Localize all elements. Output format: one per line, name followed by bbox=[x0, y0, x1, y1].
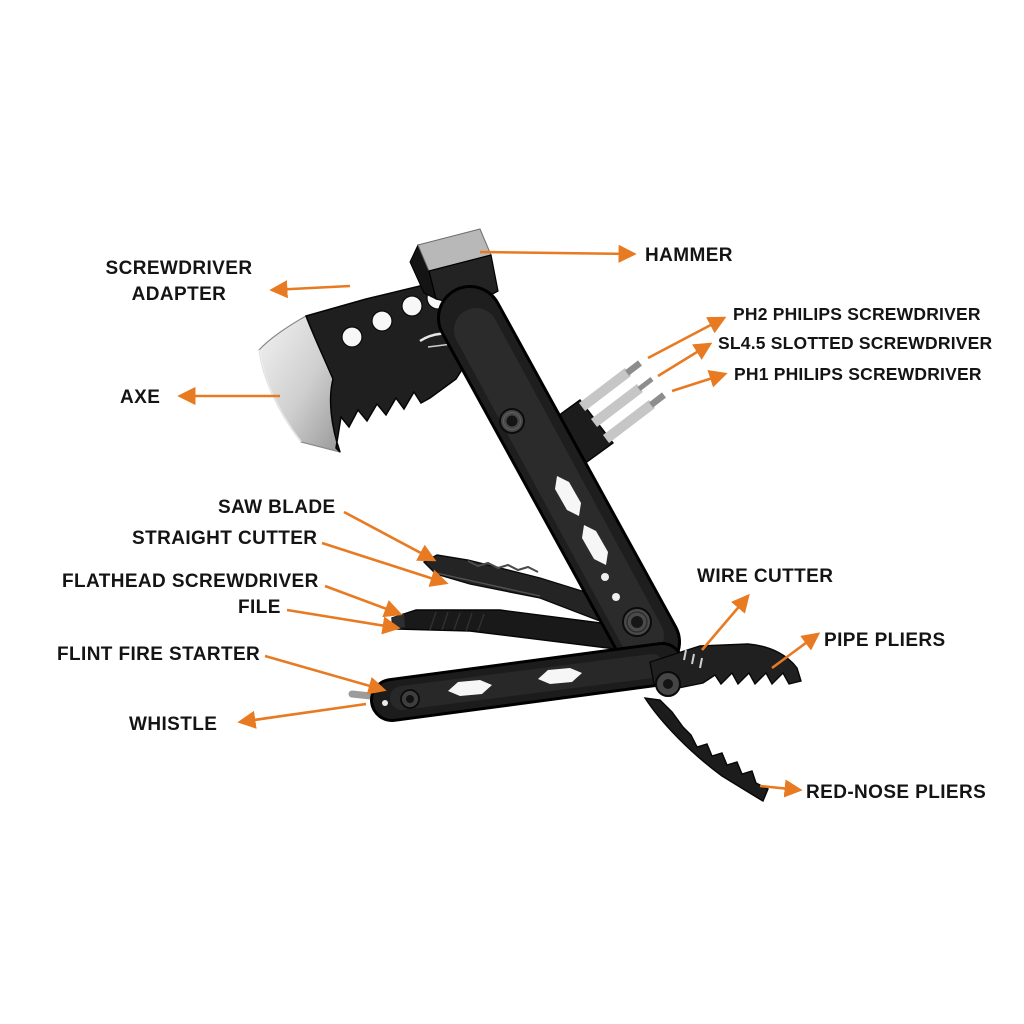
label-wire-cutter: WIRE CUTTER bbox=[697, 566, 834, 587]
arrow-sl45 bbox=[657, 342, 713, 378]
pliers-lower-jaw bbox=[643, 697, 769, 803]
arrow-file bbox=[286, 608, 401, 635]
label-screwdriver-adapter: SCREWDRIVER ADAPTER bbox=[105, 258, 253, 305]
arrow-straight-cutter bbox=[321, 541, 449, 587]
handle-cutout bbox=[448, 680, 492, 696]
arrow-saw-blade bbox=[343, 510, 437, 562]
callout-arrows bbox=[177, 244, 821, 798]
upper-handle bbox=[437, 285, 681, 675]
pliers-upper-jaw bbox=[649, 643, 802, 689]
label-axe: AXE bbox=[120, 387, 161, 408]
bit-sl45 bbox=[590, 377, 654, 427]
handle-cutout bbox=[582, 525, 608, 565]
arrow-screwdriver-adapter bbox=[269, 280, 351, 299]
arrow-red-nose-pliers bbox=[759, 779, 803, 798]
label-sl45-slotted-screwdriver: SL4.5 SLOTTED SCREWDRIVER bbox=[718, 333, 993, 353]
label-straight-cutter: STRAIGHT CUTTER bbox=[132, 528, 318, 549]
label-red-nose-pliers: RED-NOSE PLIERS bbox=[806, 782, 987, 803]
label-ph2-philips-screwdriver: PH2 PHILIPS SCREWDRIVER bbox=[733, 304, 981, 324]
label-ph1-philips-screwdriver: PH1 PHILIPS SCREWDRIVER bbox=[734, 364, 982, 384]
label-hammer: HAMMER bbox=[645, 245, 733, 266]
screwdriver-bits bbox=[550, 360, 666, 465]
arrow-wire-cutter bbox=[701, 593, 750, 651]
arrow-hammer bbox=[479, 244, 637, 263]
handle-screw-lower bbox=[400, 689, 420, 709]
arrow-whistle bbox=[237, 702, 367, 729]
axe-hole bbox=[401, 295, 423, 317]
saw-knife-blade bbox=[422, 554, 635, 636]
grip-texture bbox=[683, 649, 703, 669]
pivot-screw-mid bbox=[622, 607, 652, 637]
label-flint-fire-starter: FLINT FIRE STARTER bbox=[57, 644, 261, 665]
handle-cutout bbox=[555, 476, 581, 516]
arrow-flint bbox=[264, 654, 387, 695]
axe-hole bbox=[371, 310, 393, 332]
handle-cutout bbox=[538, 668, 582, 684]
arrow-flathead bbox=[324, 584, 403, 618]
label-saw-blade: SAW BLADE bbox=[218, 497, 336, 518]
axe-hole bbox=[341, 326, 363, 348]
pliers bbox=[643, 643, 802, 803]
whistle-hole bbox=[382, 700, 388, 706]
label-flathead-screwdriver: FLATHEAD SCREWDRIVER bbox=[62, 571, 319, 592]
handle-screw-upper bbox=[499, 408, 525, 434]
arrow-ph1 bbox=[671, 370, 728, 393]
label-whistle: WHISTLE bbox=[129, 714, 218, 735]
label-pipe-pliers: PIPE PLIERS bbox=[824, 630, 946, 651]
bit-ph2 bbox=[578, 360, 642, 411]
lower-handle bbox=[370, 642, 684, 722]
arrow-pipe-pliers bbox=[771, 632, 821, 670]
label-file: FILE bbox=[238, 597, 281, 618]
arrow-ph2 bbox=[647, 316, 727, 360]
pliers-pivot-bolt bbox=[655, 671, 681, 697]
bit-ph1 bbox=[602, 392, 666, 443]
